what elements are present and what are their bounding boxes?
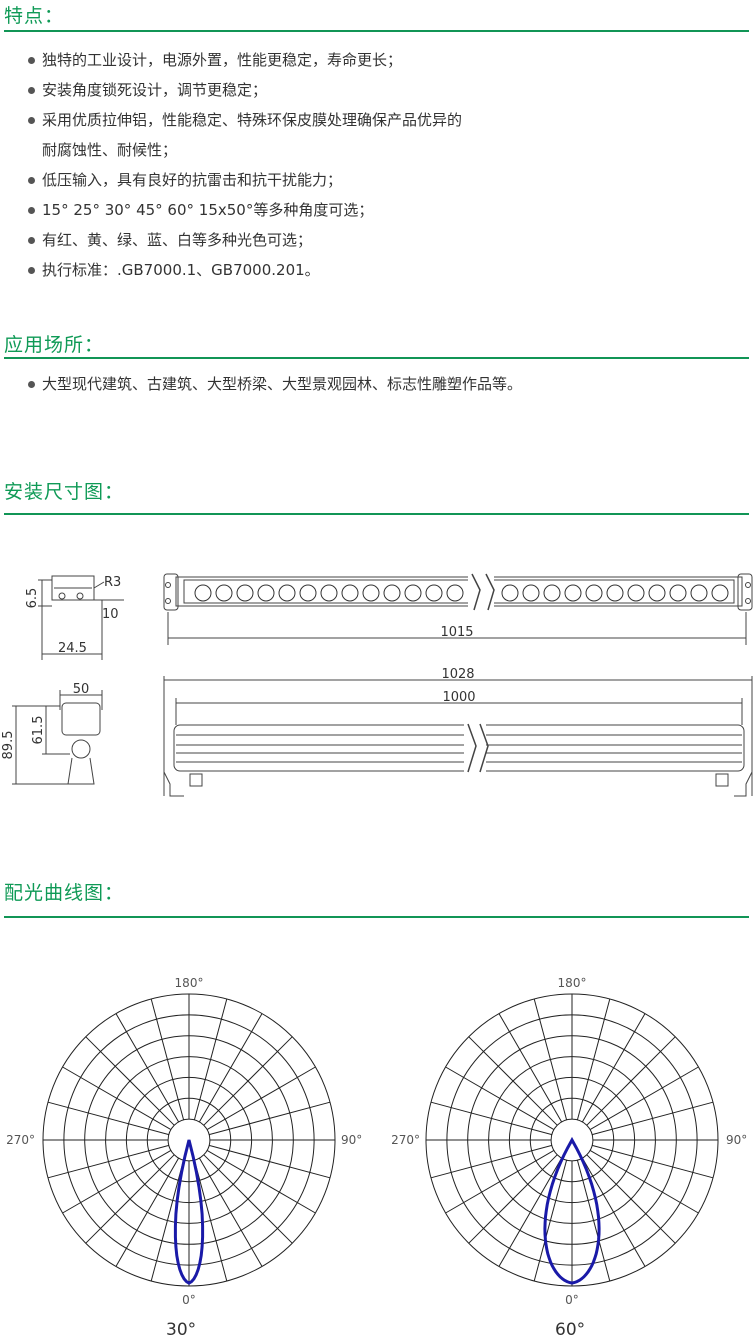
grid-spoke [198,1013,263,1123]
curves-divider [4,916,749,918]
grid-spoke [208,1144,331,1179]
dim-10: 10 [102,607,119,622]
grid-spoke [203,1036,293,1126]
grid-spoke [62,1149,172,1214]
dim-1028: 1028 [441,667,474,682]
polar-grid [425,993,719,1287]
curves-title: 配光曲线图： [4,882,125,904]
grid-spoke [586,1036,676,1126]
grid-spoke [576,1159,611,1282]
grid-spoke [206,1066,316,1131]
chart-label-60: 60° [555,1320,586,1340]
bar-end-left [163,573,179,611]
light-distribution-curve [543,1136,601,1285]
axis-label-90: 90° [341,1133,362,1147]
grid-spoke [581,1157,646,1267]
grid-spoke [533,998,568,1121]
install-divider [4,513,749,515]
install-dimension-drawing: R3 10 24.5 6.5 1015 1028 1000 50 61.5 89… [1,573,753,797]
bar-body-top [175,576,743,607]
list-item: 安装角度锁死设计，调节更稳定； [26,75,462,105]
list-item: 15° 25° 30° 45° 60° 15x50°等多种角度可选； [26,195,462,225]
adjust-knob [71,739,91,759]
list-item: 低压输入，具有良好的抗雷击和抗干扰能力； [26,165,462,195]
dim-6-5: 6.5 [25,588,40,609]
grid-spoke [430,1101,553,1136]
dim-r3: R3 [104,575,121,590]
install-title: 安装尺寸图： [4,481,125,503]
grid-spoke [47,1101,170,1136]
grid-spoke [62,1066,172,1131]
grid-spoke [591,1101,714,1136]
grid-spoke [198,1157,263,1267]
dim-1000: 1000 [442,690,475,705]
grid-spoke [589,1066,699,1131]
side-housing [61,702,101,736]
grid-spoke [498,1013,563,1123]
grid-spoke [468,1154,558,1244]
grid-spoke [47,1144,170,1179]
grid-spoke [150,998,185,1121]
grid-spoke [589,1149,699,1214]
grid-spoke [533,1159,568,1282]
grid-spoke [203,1154,293,1244]
polar-chart-60: 180° 270° 90° 0° [391,976,747,1307]
axis-label-180: 180° [175,976,204,990]
axis-label-270: 270° [6,1133,35,1147]
axis-label-0: 0° [182,1293,196,1307]
mount-hole [58,592,66,600]
applications-title: 应用场所： [4,334,105,356]
side-foot-right [715,773,729,787]
dim-89-5: 89.5 [1,731,16,760]
grid-spoke [468,1036,558,1126]
features-divider [4,30,749,32]
chart-label-30: 30° [166,1320,197,1340]
dim-50: 50 [73,682,90,697]
axis-label-0: 0° [565,1293,579,1307]
list-item: 执行标准：.GB7000.1、GB7000.201。 [26,255,462,285]
features-list: 独特的工业设计，电源外置，性能更稳定，寿命更长； 安装角度锁死设计，调节更稳定；… [26,45,462,285]
dim-24-5: 24.5 [58,641,87,656]
axis-label-180: 180° [558,976,587,990]
grid-spoke [208,1101,331,1136]
grid-spoke [193,1159,228,1282]
bar-end-right [737,573,753,611]
bar-body-side [173,724,745,772]
mount-hole [76,592,84,600]
side-foot-left [189,773,203,787]
polar-chart-30: 180° 270° 90° 0° [6,976,362,1307]
list-item: 有红、黄、绿、蓝、白等多种光色可选； [26,225,462,255]
list-item: 独特的工业设计，电源外置，性能更稳定，寿命更长； [26,45,462,75]
list-item: 采用优质拉伸铝，性能稳定、特殊环保皮膜处理确保产品优异的耐腐蚀性、耐候性； [26,105,462,165]
grid-spoke [591,1144,714,1179]
grid-spoke [430,1144,553,1179]
grid-spoke [445,1066,555,1131]
grid-spoke [206,1149,316,1214]
axis-label-270: 270° [391,1133,420,1147]
applications-list: 大型现代建筑、古建筑、大型桥梁、大型景观园林、标志性雕塑作品等。 [26,369,522,399]
list-item: 大型现代建筑、古建筑、大型桥梁、大型景观园林、标志性雕塑作品等。 [26,369,522,399]
list-item-continuation: 耐腐蚀性、耐候性； [42,141,178,159]
grid-spoke [581,1013,646,1123]
grid-spoke [586,1154,676,1244]
list-item-text: 采用优质拉伸铝，性能稳定、特殊环保皮膜处理确保产品优异的 [42,111,463,129]
grid-spoke [115,1013,180,1123]
light-distribution-curve [173,1139,205,1285]
dim-61-5: 61.5 [31,716,46,745]
grid-spoke [85,1036,175,1126]
dim-1015: 1015 [440,625,473,640]
polar-grid [42,993,336,1287]
grid-spoke [85,1154,175,1244]
grid-spoke [498,1157,563,1267]
grid-spoke [115,1157,180,1267]
grid-spoke [150,1159,185,1282]
applications-divider [4,357,749,359]
grid-spoke [193,998,228,1121]
grid-spoke [576,998,611,1121]
grid-spoke [445,1149,555,1214]
axis-label-90: 90° [726,1133,747,1147]
features-title: 特点： [4,5,65,27]
